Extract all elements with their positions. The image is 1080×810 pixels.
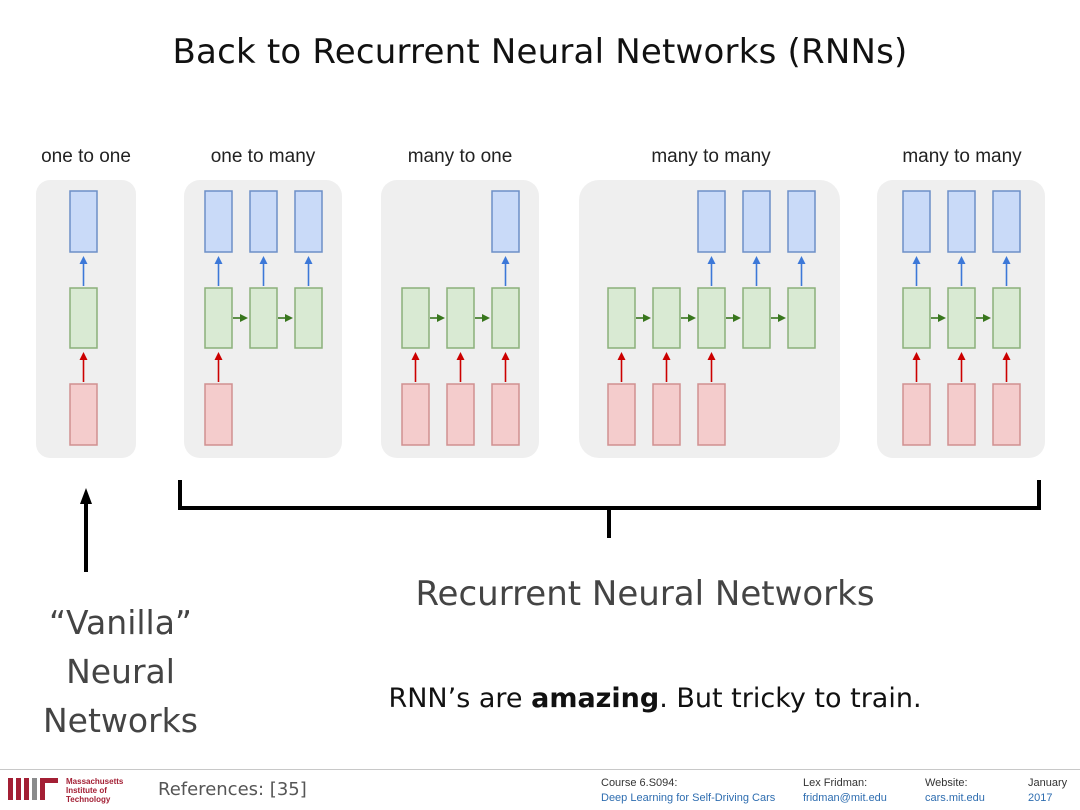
footer-course: Course 6.S094: Deep Learning for Self-Dr… xyxy=(601,776,775,806)
hidden-cell xyxy=(607,287,636,349)
tagline-text: RNN’s are xyxy=(388,683,532,714)
diagram-many-to-many-delayed xyxy=(607,190,816,446)
hidden-cell xyxy=(992,287,1021,349)
footer-website-link[interactable]: cars.mit.edu xyxy=(925,792,985,804)
mit-wordmark-line: Massachusetts xyxy=(66,777,124,786)
input-cell xyxy=(69,383,98,446)
output-cell xyxy=(204,190,233,253)
footer-website-label: Website: xyxy=(925,777,968,789)
diagram-one-to-one xyxy=(69,190,98,446)
tagline-emphasis: amazing xyxy=(531,683,660,714)
input-cell xyxy=(992,383,1021,446)
output-cell xyxy=(697,190,726,253)
footer-course-value: Deep Learning for Self-Driving Cars xyxy=(601,792,776,804)
tagline-text: . But tricky to train. xyxy=(659,683,922,714)
label-many-to-many-synced: many to many xyxy=(902,146,1022,167)
hidden-cell xyxy=(491,287,520,349)
label-one-to-many: one to many xyxy=(210,146,316,167)
rnn-bracket xyxy=(178,480,1041,538)
label-many-to-many-delayed: many to many xyxy=(651,146,771,167)
output-cell xyxy=(742,190,771,253)
input-cell xyxy=(652,383,681,446)
slide-title: Back to Recurrent Neural Networks (RNNs) xyxy=(172,32,908,72)
footer-divider xyxy=(0,769,1080,770)
hidden-cell xyxy=(249,287,278,349)
mit-wordmark-line: Institute of xyxy=(66,786,107,795)
input-cell xyxy=(491,383,520,446)
diagram-many-to-one xyxy=(401,190,520,446)
footer-date-month: January xyxy=(1028,777,1068,789)
footer-author-label: Lex Fridman: xyxy=(803,777,868,789)
tagline: RNN’s are amazing. But tricky to train. xyxy=(300,683,1010,714)
diagram-many-to-many-synced xyxy=(902,190,1021,446)
footer-course-label: Course 6.S094: xyxy=(601,777,678,789)
hidden-cell xyxy=(446,287,475,349)
mit-wordmark-line: Technology xyxy=(66,795,111,804)
hidden-cell xyxy=(947,287,976,349)
rnn-diagrams-figure xyxy=(36,180,1045,572)
footer-author: Lex Fridman: fridman@mit.edu xyxy=(803,776,887,806)
footer-author-email[interactable]: fridman@mit.edu xyxy=(803,792,887,804)
mit-logo-icon xyxy=(8,778,58,800)
output-cell xyxy=(947,190,976,253)
diagram-one-to-many xyxy=(204,190,323,446)
input-cell xyxy=(947,383,976,446)
output-cell xyxy=(787,190,816,253)
vanilla-label-line: “Vanilla” xyxy=(48,603,193,642)
input-cell xyxy=(446,383,475,446)
hidden-cell xyxy=(697,287,726,349)
label-one-to-one: one to one xyxy=(41,146,131,167)
output-cell xyxy=(491,190,520,253)
mit-wordmark: Massachusetts Institute of Technology xyxy=(66,777,123,804)
hidden-cell xyxy=(401,287,430,349)
input-cell xyxy=(204,383,233,446)
output-cell xyxy=(992,190,1021,253)
output-cell xyxy=(294,190,323,253)
footer-date: January 2017 xyxy=(1028,776,1067,806)
vanilla-label-line: Networks xyxy=(43,701,198,740)
footer-date-year: 2017 xyxy=(1028,792,1053,804)
footer-website: Website: cars.mit.edu xyxy=(925,776,985,806)
hidden-cell xyxy=(787,287,816,349)
label-many-to-one: many to one xyxy=(407,146,513,167)
output-cell xyxy=(902,190,931,253)
input-cell xyxy=(401,383,430,446)
input-cell xyxy=(607,383,636,446)
hidden-cell xyxy=(652,287,681,349)
rnn-group-label: Recurrent Neural Networks xyxy=(415,574,875,614)
hidden-cell xyxy=(902,287,931,349)
input-cell xyxy=(902,383,931,446)
output-cell xyxy=(249,190,278,253)
output-cell xyxy=(69,190,98,253)
input-cell xyxy=(697,383,726,446)
hidden-cell xyxy=(69,287,98,349)
vanilla-label-line: Neural xyxy=(66,652,175,691)
references-note: References: [35] xyxy=(158,779,307,800)
diagram-panels xyxy=(36,180,1045,458)
hidden-cell xyxy=(294,287,323,349)
hidden-cell xyxy=(742,287,771,349)
vanilla-label: “Vanilla” Neural Networks xyxy=(18,598,223,745)
hidden-cell xyxy=(204,287,233,349)
